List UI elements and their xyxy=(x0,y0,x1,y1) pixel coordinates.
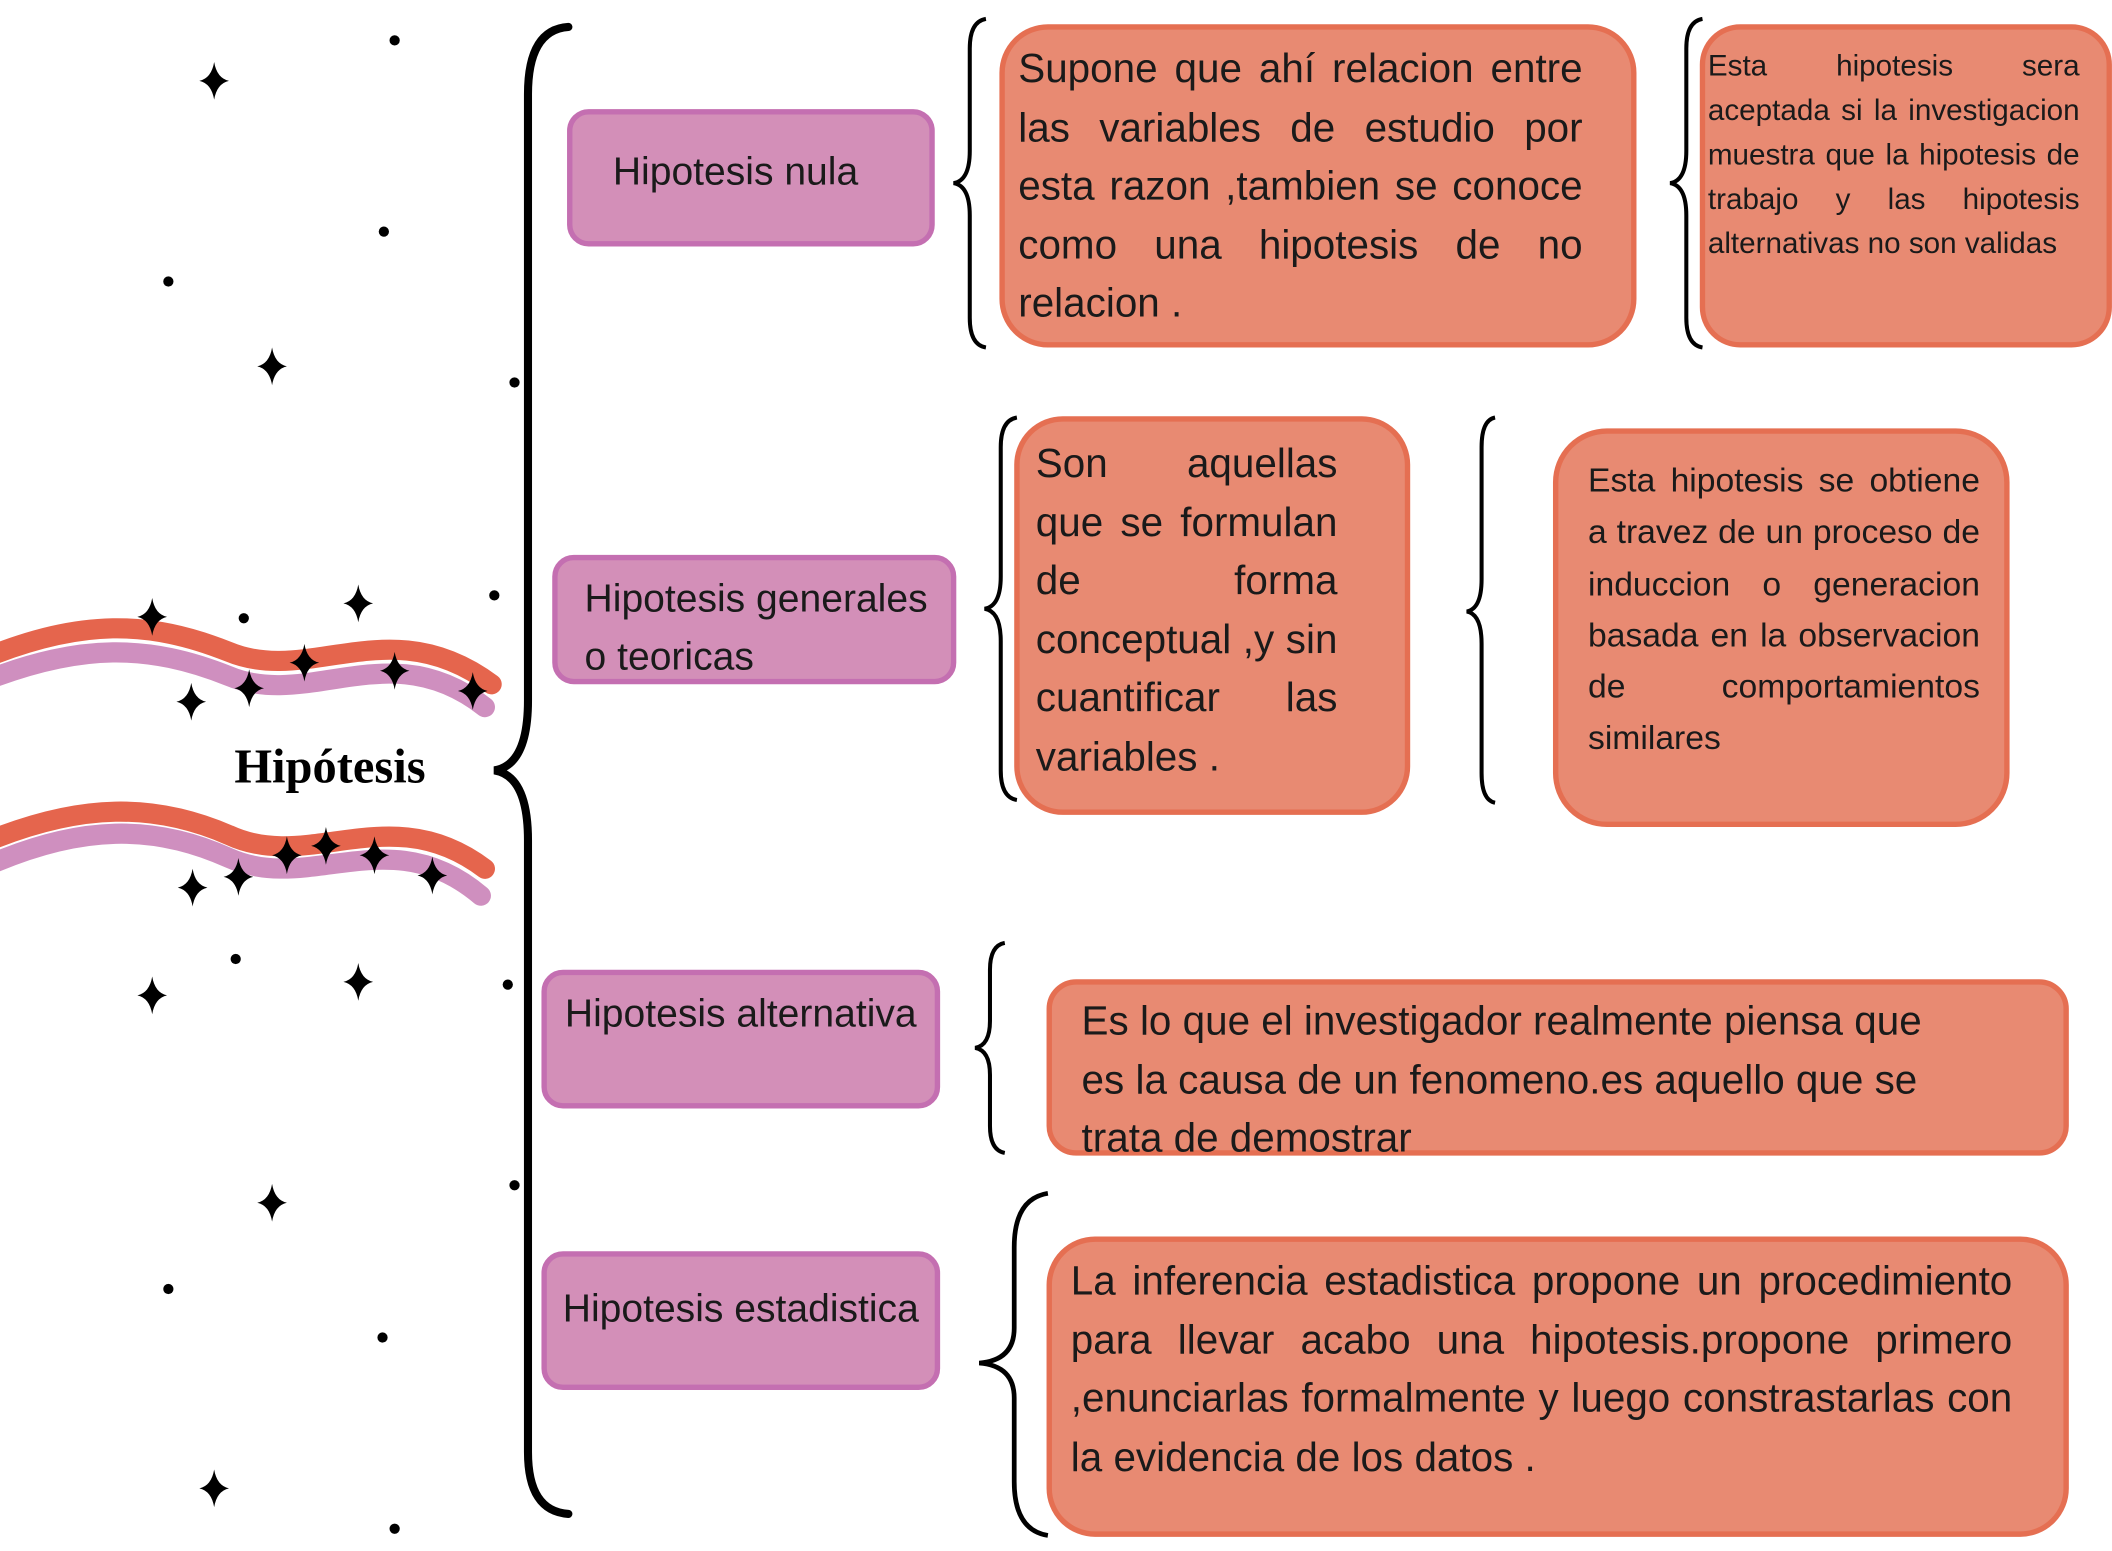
label-hipotesis-alternativa: Hipotesis alternativa xyxy=(541,969,941,1109)
brace-estadistica xyxy=(978,1191,1049,1538)
dots xyxy=(163,35,520,1534)
wave-pink-bottom xyxy=(0,823,491,906)
label-hipotesis-nula: Hipotesis nula xyxy=(567,109,935,247)
label-hipotesis-generales: Hipotesis generales o teoricas xyxy=(552,554,957,685)
note-hipotesis-nula: Esta hipotesis sera aceptada si la inves… xyxy=(1699,24,2112,348)
main-title: Hipótesis xyxy=(234,739,426,794)
brace-nula-desc xyxy=(953,16,987,350)
main-brace xyxy=(493,22,573,1518)
wave-red-bottom xyxy=(0,801,495,879)
brace-generales-note xyxy=(1466,415,1496,805)
description-hipotesis-alternativa: Es lo que el investigador realmente pien… xyxy=(1046,979,2069,1161)
label-hipotesis-estadistica: Hipotesis estadistica xyxy=(541,1251,941,1391)
brace-alternativa xyxy=(974,940,1006,1155)
wave-red-top xyxy=(0,618,502,695)
brace-nula-note xyxy=(1669,16,1703,350)
description-hipotesis-generales: Son aquellas que se formulan de forma co… xyxy=(1014,416,1411,815)
wave-pink-top xyxy=(0,642,495,718)
note-hipotesis-generales: Esta hipotesis se obtiene a travez de un… xyxy=(1552,428,2010,827)
description-hipotesis-estadistica: La inferencia estadistica propone un pro… xyxy=(1046,1236,2069,1537)
brace-generales-desc xyxy=(984,415,1018,803)
description-hipotesis-nula: Supone que ahí relacion entre las variab… xyxy=(999,24,1637,348)
